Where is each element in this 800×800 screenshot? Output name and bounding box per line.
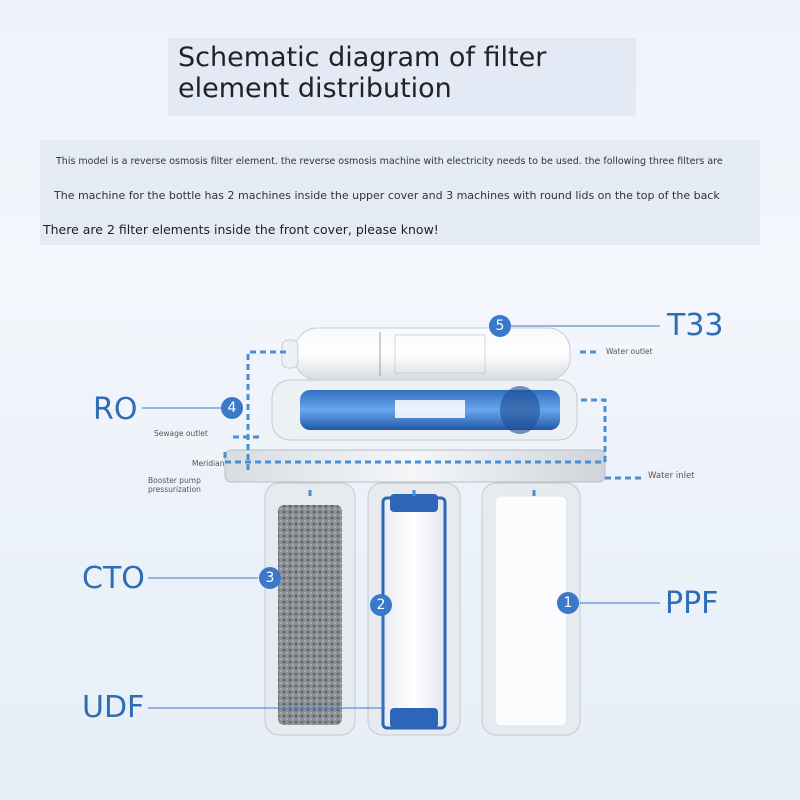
callout-meridian: Meridian <box>192 459 225 468</box>
housing-cto <box>264 482 356 736</box>
page-title: Schematic diagram of filter element dist… <box>178 42 547 104</box>
ro-membrane <box>271 379 578 441</box>
callout-water-outlet: Water outlet <box>606 347 653 356</box>
badge-4: 4 <box>221 397 243 419</box>
callout-water-inlet: Water inlet <box>648 471 695 481</box>
badge-1: 1 <box>557 592 579 614</box>
label-t33: T33 <box>667 308 724 343</box>
badge-5: 5 <box>489 315 511 337</box>
label-udf: UDF <box>82 690 145 725</box>
housing-ppf <box>481 482 581 736</box>
label-ro: RO <box>93 392 138 427</box>
note-line-2: The machine for the bottle has 2 machine… <box>54 189 720 202</box>
callout-booster-pump: Booster pump pressurization <box>148 476 201 494</box>
badge-2: 2 <box>370 594 392 616</box>
leader-lines <box>142 325 660 709</box>
label-cto: CTO <box>82 561 145 596</box>
note-line-3: There are 2 filter elements inside the f… <box>43 222 439 237</box>
t33-filter <box>281 327 571 381</box>
badge-3: 3 <box>259 567 281 589</box>
label-ppf: PPF <box>665 586 719 621</box>
water-flow-lines <box>223 350 645 500</box>
title-panel <box>168 38 636 116</box>
callout-sewage-outlet: Sewage outlet <box>154 429 208 438</box>
note-line-1: This model is a reverse osmosis filter e… <box>56 156 723 167</box>
notes-panel <box>40 140 760 245</box>
housing-udf <box>367 482 461 736</box>
manifold-plate <box>224 449 606 483</box>
